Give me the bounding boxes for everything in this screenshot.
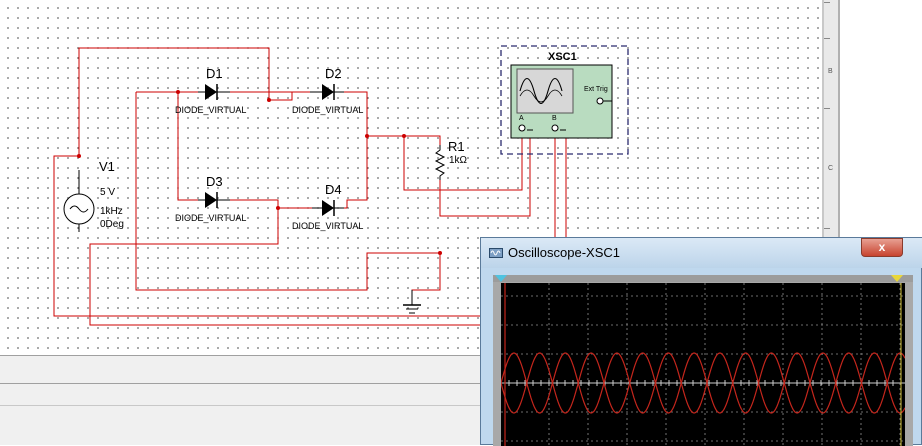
- diode-d3-model: DIODE_VIRTUAL: [175, 213, 247, 223]
- diode-d4-model: DIODE_VIRTUAL: [292, 221, 364, 231]
- diode-d4-ref: D4: [325, 182, 342, 197]
- diode-d1-ref: D1: [206, 66, 223, 81]
- cursor-rail: [493, 275, 913, 282]
- diode-d2-ref: D2: [325, 66, 342, 81]
- diode-d3-ref: D3: [206, 174, 223, 189]
- cursor-2-handle[interactable]: [891, 275, 903, 283]
- resistor-ref: R1: [448, 139, 465, 154]
- ruler-label-b: B: [828, 68, 833, 75]
- scope-channel-b-label: B: [552, 115, 557, 122]
- close-button[interactable]: x: [861, 238, 903, 257]
- channel-b-trace: [501, 352, 905, 414]
- resistor-value: 1kΩ: [449, 155, 468, 166]
- scope-channel-a-label: A: [519, 115, 524, 122]
- scope-ref-label: XSC1: [548, 51, 577, 63]
- ruler-label-c: C: [828, 165, 834, 172]
- diode-d2-model: DIODE_VIRTUAL: [292, 105, 364, 115]
- cursor-1-handle[interactable]: [495, 275, 507, 283]
- resistor-r1-symbol[interactable]: [434, 145, 446, 180]
- ruler-border: [838, 0, 840, 240]
- scope-screen-frame: [493, 275, 913, 446]
- scope-ext-trig-label: Ext Trig: [584, 86, 608, 93]
- voltage-source-v1[interactable]: [63, 170, 95, 232]
- vertical-ruler: B C: [824, 0, 839, 240]
- source-value-label: 5 V: [100, 187, 116, 198]
- diode-d3-symbol[interactable]: [198, 192, 230, 208]
- scope-display: [501, 283, 905, 446]
- diode-d1-model: DIODE_VIRTUAL: [175, 105, 247, 115]
- diode-d1-symbol[interactable]: [198, 84, 230, 100]
- oscilloscope-icon: [489, 248, 503, 258]
- source-phase-label: 0Deg: [100, 219, 124, 230]
- oscilloscope-window[interactable]: Oscilloscope-XSC1 x: [480, 237, 922, 446]
- scope-grid: [501, 283, 905, 446]
- panel-divider[interactable]: [822, 0, 824, 360]
- window-title: Oscilloscope-XSC1: [508, 245, 620, 260]
- ground-symbol[interactable]: [403, 290, 421, 314]
- oscilloscope-xsc1-symbol[interactable]: [500, 45, 629, 155]
- diode-d2-symbol[interactable]: [310, 84, 344, 100]
- diode-d4-symbol[interactable]: [312, 200, 344, 216]
- window-title-bar[interactable]: Oscilloscope-XSC1 x: [481, 238, 922, 268]
- channel-a-trace: [501, 352, 905, 414]
- source-frequency-label: 1kHz: [100, 206, 123, 217]
- source-ref-label: V1: [99, 159, 115, 174]
